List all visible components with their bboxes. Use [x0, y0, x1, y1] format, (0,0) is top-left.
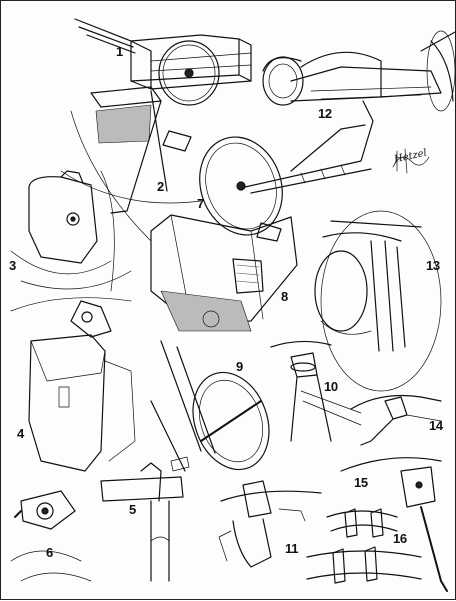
- brake-lever-drawing-14: [350, 394, 442, 446]
- saddlebag-drawing-4: [10, 297, 136, 472]
- figure-number-3: 3: [9, 258, 16, 273]
- handlebar-clamp-drawing-11: [218, 480, 322, 568]
- figure-number-8: 8: [281, 289, 288, 304]
- motor-frame-drawing-8: [150, 214, 298, 332]
- sidecar-drawing-12: [262, 30, 456, 112]
- figure-number-6: 6: [46, 545, 53, 560]
- trailer-drawing-1: [74, 18, 252, 106]
- lever-bracket-drawing-15: [340, 457, 448, 592]
- figure-number-1: 1: [116, 44, 123, 59]
- brake-drum-drawing-9: [150, 340, 270, 472]
- figure-number-11: 11: [285, 541, 299, 556]
- fitting-drawing-6: [10, 490, 92, 582]
- figure-number-7: 7: [197, 196, 204, 211]
- figure-number-14: 14: [429, 418, 443, 433]
- figure-number-5: 5: [129, 502, 136, 517]
- frame-drawing-7: [199, 100, 374, 236]
- figure-number-9: 9: [236, 359, 243, 374]
- figure-number-16: 16: [393, 531, 407, 546]
- clip-drawing-16: [306, 508, 422, 584]
- carrier-drawing-2: [60, 86, 202, 242]
- fork-drawing-13: [314, 210, 442, 392]
- figure-number-12: 12: [318, 106, 332, 121]
- figure-number-13: 13: [426, 258, 440, 273]
- signature-mark: [392, 148, 430, 174]
- frame-lug-drawing-5: [100, 462, 184, 582]
- figure-number-15: 15: [354, 475, 368, 490]
- head-lug-drawing-10: [270, 340, 362, 442]
- figure-number-4: 4: [17, 426, 24, 441]
- tank-drawing-3: [10, 170, 132, 292]
- figure-number-10: 10: [324, 379, 338, 394]
- figure-number-2: 2: [157, 179, 164, 194]
